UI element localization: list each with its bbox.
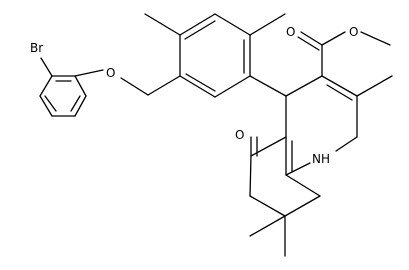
bond-c4a-c5 <box>250 136 287 157</box>
ester-carbonyl-oxygen-label: O <box>286 25 295 39</box>
bond-inner-3 <box>44 95 57 112</box>
bond-carbonyl-o-single <box>321 31 346 46</box>
bond-c5-c6 <box>249 155 252 197</box>
bond-o-methyl <box>360 31 391 46</box>
bond-r2-e <box>214 75 251 98</box>
ester-alkoxy-oxygen-label: O <box>349 25 358 39</box>
bond-ch2-ring <box>147 75 181 96</box>
bond-c3-c2-inner <box>326 84 353 101</box>
bond-aryl-c4 <box>249 75 287 97</box>
bond-gem-methyl-left <box>249 215 286 237</box>
amine-label: NH <box>312 152 330 166</box>
bond-c4-c3 <box>285 75 323 97</box>
bond-br-c1 <box>40 57 53 77</box>
bond-c2-c3 <box>74 75 87 97</box>
bond-c6-c7 <box>249 195 286 217</box>
bond-c7-c8 <box>284 195 321 217</box>
bond-r2-inner-3 <box>185 73 216 92</box>
bromine-label: Br <box>30 41 43 55</box>
bond-c2-methyl <box>356 75 393 97</box>
atom-labels: Br O O O O NH <box>30 25 358 166</box>
bond-n-c8a <box>285 162 311 176</box>
bond-o-ch2 <box>120 77 149 96</box>
bond-r2-b <box>179 13 216 36</box>
bond-carbonyl-o-double-b <box>297 36 320 51</box>
bond-c2b-n <box>335 136 358 152</box>
bond-inner-2 <box>70 95 81 112</box>
ketone-oxygen-label: O <box>235 128 244 142</box>
bond-r2-f <box>179 75 216 98</box>
bond-methyl-left <box>144 13 181 36</box>
bond-r2-inner-1 <box>184 20 216 40</box>
bond-c8-c8a <box>285 174 321 197</box>
bond-c5-c6 <box>39 95 53 117</box>
bonds <box>39 13 393 257</box>
ether-oxygen-label: O <box>106 66 115 80</box>
bond-methyl-right <box>249 13 286 36</box>
bond-c3-c4 <box>74 95 87 117</box>
bond-c6-c1 <box>39 75 53 97</box>
bond-r2-c <box>214 13 251 36</box>
bond-c2-o <box>74 69 104 77</box>
bond-c3-c2 <box>321 75 358 97</box>
bond-carbonyl-o-double-a <box>300 31 323 46</box>
